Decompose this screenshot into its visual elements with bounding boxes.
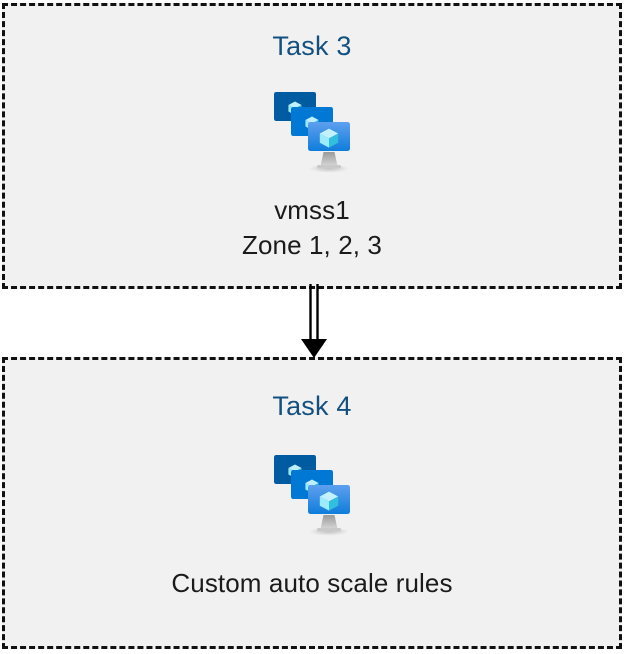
resource-label: vmss1 Zone 1, 2, 3 [242, 193, 382, 262]
resource-label-line: Zone 1, 2, 3 [242, 229, 382, 260]
task-title: Task 4 [272, 391, 352, 421]
task-title: Task 3 [272, 31, 352, 61]
task-box-task-3[interactable]: Task 3 [2, 3, 622, 289]
resource-label: Custom auto scale rules [171, 566, 452, 601]
resource-label-line: Custom auto scale rules [171, 568, 453, 598]
vmss-icon [264, 81, 360, 177]
vmss-icon [264, 444, 360, 540]
task-box-task-4[interactable]: Task 4 [2, 357, 622, 649]
connector-arrow-task3-to-task4 [296, 284, 332, 360]
resource-label-line: vmss1 [274, 195, 350, 225]
